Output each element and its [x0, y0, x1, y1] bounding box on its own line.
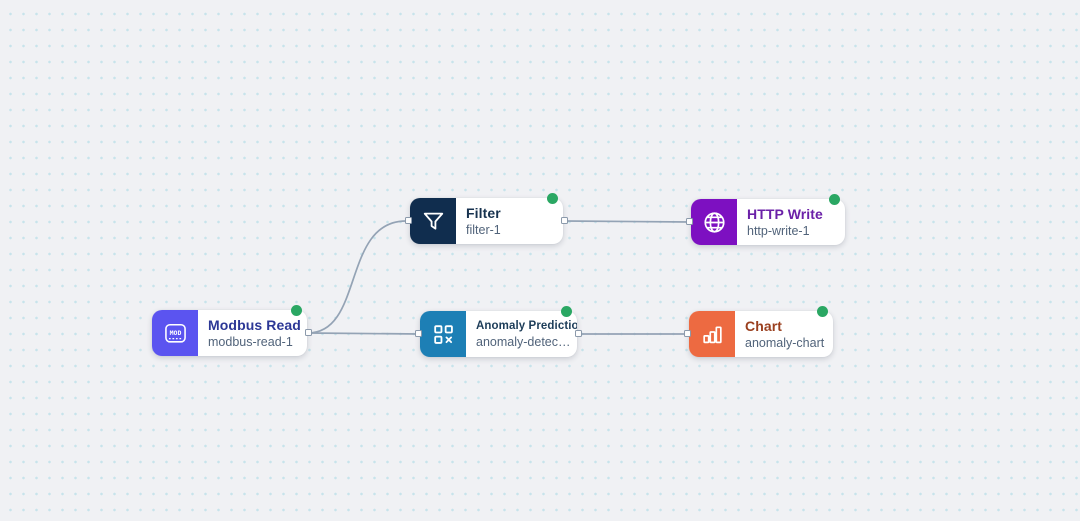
input-port[interactable]	[405, 216, 412, 224]
globe-icon	[691, 199, 737, 245]
status-dot	[547, 193, 558, 204]
node-http-write[interactable]: HTTP Write http-write-1	[686, 194, 845, 245]
node-subtitle: http-write-1	[747, 223, 810, 238]
node-body: Filter filter-1	[456, 198, 563, 244]
modbus-chip-icon: MOD	[152, 310, 198, 356]
status-dot	[817, 306, 828, 317]
wire-modbus-read-to-filter[interactable]	[307, 220, 407, 334]
funnel-icon	[410, 198, 456, 244]
node-modbus-read[interactable]: MOD Modbus Read modbus-read-1	[152, 305, 312, 356]
node-title: HTTP Write	[747, 205, 823, 222]
output-port[interactable]	[305, 328, 312, 336]
node-title: Chart	[745, 317, 783, 334]
input-port[interactable]	[415, 329, 422, 337]
node-chart[interactable]: Chart anomaly-chart	[684, 306, 833, 357]
node-body: Anomaly Prediction anomaly-detect…	[466, 311, 577, 357]
node-title: Modbus Read	[208, 316, 301, 333]
node-body: Chart anomaly-chart	[735, 311, 833, 357]
output-port[interactable]	[575, 329, 582, 337]
output-port[interactable]	[561, 216, 568, 224]
node-subtitle: modbus-read-1	[208, 334, 293, 349]
status-dot	[829, 194, 840, 205]
node-subtitle: filter-1	[466, 222, 501, 237]
node-subtitle: anomaly-chart	[745, 335, 825, 350]
grid-x-icon	[420, 311, 466, 357]
node-subtitle: anomaly-detect…	[476, 334, 573, 349]
node-title: Anomaly Prediction	[476, 319, 577, 332]
node-anomaly-prediction[interactable]: Anomaly Prediction anomaly-detect…	[415, 306, 582, 357]
node-filter[interactable]: Filter filter-1	[405, 193, 568, 244]
node-body: HTTP Write http-write-1	[737, 199, 845, 245]
bar-chart-icon	[689, 311, 735, 357]
input-port[interactable]	[686, 217, 693, 225]
wire-modbus-read-to-anomaly[interactable]	[307, 332, 420, 335]
input-port[interactable]	[684, 329, 691, 337]
node-title: Filter	[466, 204, 501, 221]
status-dot	[291, 305, 302, 316]
node-body: Modbus Read modbus-read-1	[198, 310, 307, 356]
wire-filter-to-http-write[interactable]	[563, 220, 691, 223]
svg-text:MOD: MOD	[169, 329, 181, 337]
status-dot	[561, 306, 572, 317]
